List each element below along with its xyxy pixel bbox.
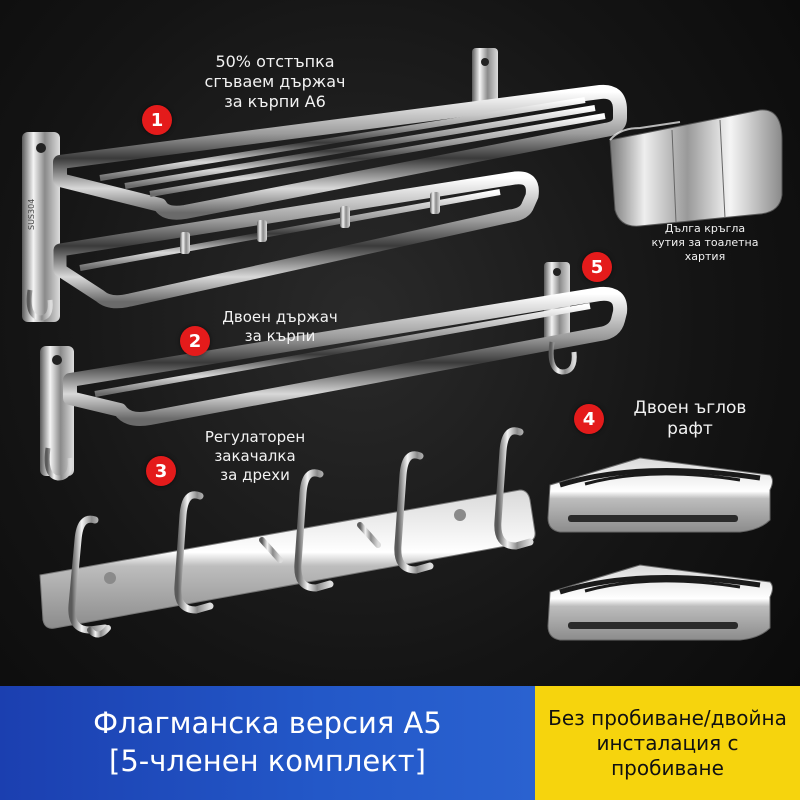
item2-label-text: Двоен държач за кърпи: [222, 308, 338, 345]
badge-1: 1: [142, 105, 172, 135]
folding-towel-rack: SUS304: [22, 48, 627, 322]
footer-install-line-1: Без пробиване/двойна: [548, 705, 787, 730]
stamp-text: SUS304: [27, 199, 36, 230]
item4-label-text: Двоен ъглов рафт: [633, 398, 747, 440]
paper-box-label: Дълга кръгла кутия за тоалетна хартия: [630, 222, 780, 263]
footer-version-banner: Флагманска версия А5 [5-членен комплект]: [0, 686, 535, 800]
coat-hook-rail: [39, 427, 536, 638]
badge-2: 2: [180, 326, 210, 356]
footer-version-title: Флагманска версия А5: [93, 706, 442, 741]
item1-label-text: 50% отстъпка сгъваем държач за кърпи А6: [204, 52, 346, 111]
item4-label: Двоен ъглов рафт: [610, 398, 770, 441]
double-towel-holder: [40, 262, 628, 481]
paper-box-label-text: Дълга кръгла кутия за тоалетна хартия: [651, 222, 759, 263]
item1-label: 50% отстъпка сгъваем държач за кърпи А6: [170, 52, 380, 112]
item3-label: Регулаторен закачалка за дрехи: [180, 428, 330, 484]
item3-label-text: Регулаторен закачалка за дрехи: [204, 428, 306, 484]
badge-5: 5: [582, 252, 612, 282]
toilet-paper-box: [609, 109, 783, 227]
footer-version-subtitle: [5-членен комплект]: [109, 744, 426, 778]
badge-4: 4: [574, 404, 604, 434]
footer-install-line-2: инсталация с: [596, 730, 739, 755]
footer-install-banner: Без пробиване/двойна инсталация с пробив…: [535, 686, 800, 800]
item2-label: Двоен държач за кърпи: [210, 308, 350, 346]
corner-shelves: [547, 457, 773, 641]
footer-install-line-3: пробиване: [611, 755, 724, 780]
badge-3: 3: [146, 456, 176, 486]
